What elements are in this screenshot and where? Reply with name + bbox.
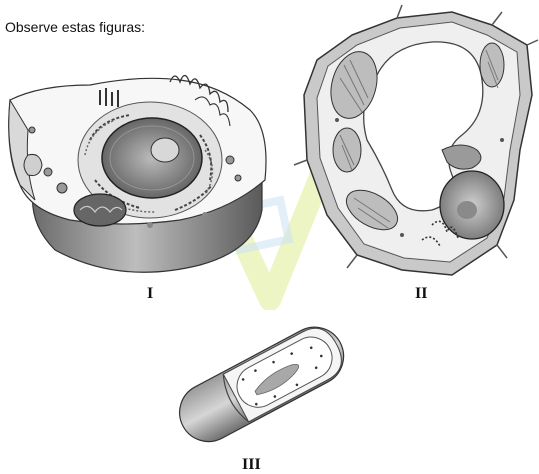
figure-plant-cell [292,0,539,285]
figure-label-3: III [242,456,261,473]
figure-label-1: I [147,285,154,302]
figure-bacterium [172,315,352,450]
figure-label-2: II [415,285,428,302]
figure-animal-cell [0,60,290,285]
question-prompt: Observe estas figuras: [5,19,146,35]
